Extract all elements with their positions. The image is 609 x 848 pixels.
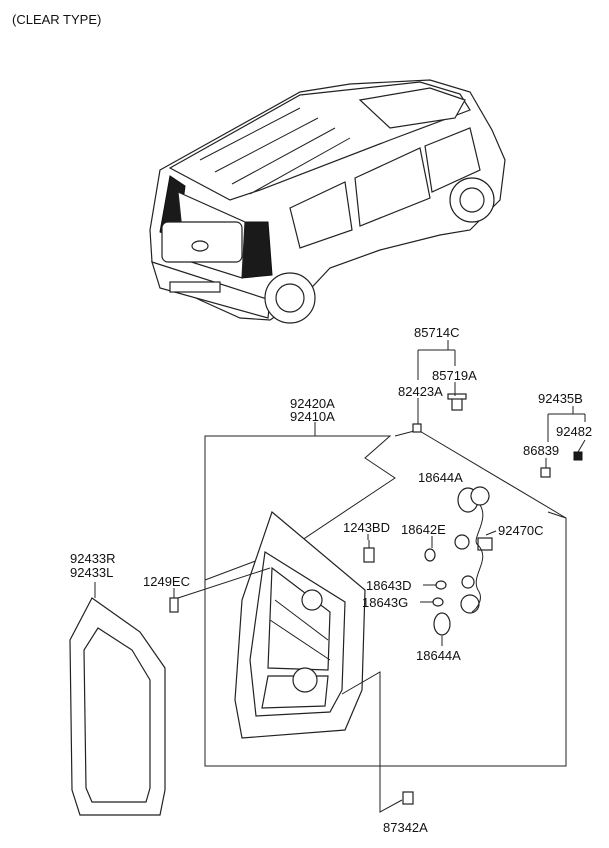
label-18642E: 18642E: [401, 522, 446, 537]
label-92482: 92482: [556, 424, 592, 439]
side-reflector-panel: [69, 597, 166, 816]
label-85714C: 85714C: [414, 325, 460, 340]
label-92410A: 92410A: [290, 409, 335, 424]
leader-lines: [94, 340, 586, 813]
vehicle-illustration: [149, 79, 506, 324]
label-92470C: 92470C: [498, 523, 544, 538]
assembly-frame: [204, 429, 567, 767]
label-18644A-bottom: 18644A: [416, 648, 461, 663]
label-87342A: 87342A: [383, 820, 428, 835]
tail-lamp-housing: [234, 510, 366, 739]
label-92420A: 92420A: [290, 396, 335, 411]
label-1243BD: 1243BD: [343, 520, 390, 535]
screw-82423A: [412, 423, 422, 433]
label-1249EC: 1249EC: [143, 574, 190, 589]
label-92433L: 92433L: [70, 565, 113, 580]
label-18644A-top: 18644A: [418, 470, 463, 485]
small-parts: [169, 393, 583, 805]
label-85719A: 85719A: [432, 368, 477, 383]
label-18643D: 18643D: [366, 578, 412, 593]
callout-labels: 85714C 85719A 82423A 92420A 92410A 92435…: [70, 325, 592, 835]
label-82423A: 82423A: [398, 384, 443, 399]
label-18643G: 18643G: [362, 595, 408, 610]
label-92433R: 92433R: [70, 551, 116, 566]
label-86839: 86839: [523, 443, 559, 458]
nut-85719A: [447, 393, 467, 411]
label-92435B: 92435B: [538, 391, 583, 406]
diagram-title: (CLEAR TYPE): [12, 12, 101, 27]
